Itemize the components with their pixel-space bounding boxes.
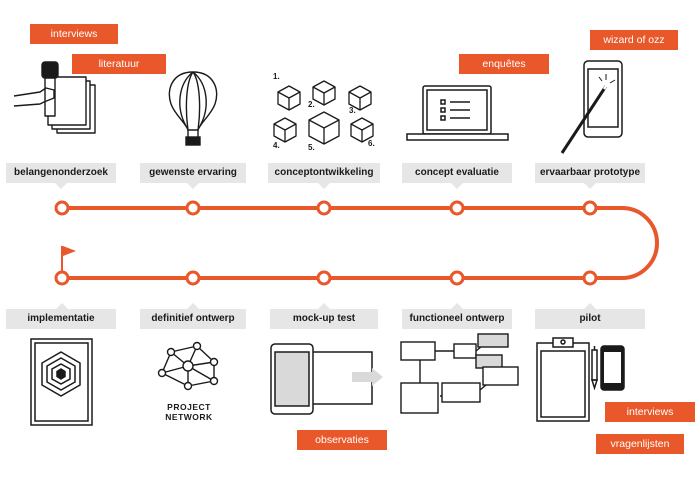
project-network-icon <box>157 341 219 391</box>
cube-number: 3. <box>349 106 356 115</box>
stage-label-pilot: pilot <box>535 309 645 329</box>
method-tag-interviews-bottom: interviews <box>605 402 695 422</box>
method-tag-interviews-top: interviews <box>30 24 118 44</box>
hexagon-poster-icon <box>30 338 93 426</box>
network-caption: PROJECT NETWORK <box>153 402 225 422</box>
laptop-list-icon <box>406 85 509 141</box>
label-caret <box>318 183 330 189</box>
timeline-track <box>60 206 659 280</box>
method-tag-enquetes: enquêtes <box>459 54 549 74</box>
stage-label-functioneel-ontwerp: functioneel ontwerp <box>402 309 512 329</box>
cube-number: 5. <box>308 143 315 152</box>
timeline-node <box>185 270 201 286</box>
label-caret <box>451 303 463 309</box>
clipboard-pen-phone-icon <box>536 337 625 422</box>
stage-label-mock-up-test: mock-up test <box>270 309 378 329</box>
cube-number: 2. <box>308 100 315 109</box>
label-caret <box>451 183 463 189</box>
method-tag-literatuur: literatuur <box>72 54 166 74</box>
timeline-node <box>449 270 465 286</box>
phone-wireframe-icon <box>270 343 383 415</box>
flag-icon <box>61 246 76 272</box>
stage-label-conceptontwikkeling: conceptontwikkeling <box>268 163 380 183</box>
timeline-nodes-bottom <box>54 270 598 286</box>
network-caption-line1: PROJECT <box>167 402 211 412</box>
cube-number: 6. <box>368 139 375 148</box>
timeline-nodes-top <box>54 200 598 216</box>
stage-label-belangenonderzoek: belangenonderzoek <box>6 163 116 183</box>
label-caret <box>584 303 596 309</box>
timeline-node <box>316 270 332 286</box>
method-tag-wizard-of-ozz: wizard of ozz <box>590 30 678 50</box>
timeline-node <box>54 270 70 286</box>
method-tag-vragenlijsten: vragenlijsten <box>596 434 684 454</box>
cube-number: 1. <box>273 72 280 81</box>
label-caret <box>187 183 199 189</box>
cube-number: 4. <box>273 141 280 150</box>
label-caret <box>56 303 68 309</box>
phone-wand-icon <box>560 60 623 154</box>
method-tag-observaties: observaties <box>297 430 387 450</box>
label-caret <box>55 183 67 189</box>
label-caret <box>187 303 199 309</box>
hot-air-balloon-icon <box>168 71 218 146</box>
timeline-node <box>582 200 598 216</box>
stage-label-implementatie: implementatie <box>6 309 116 329</box>
numbered-cubes-icon <box>273 80 374 145</box>
stage-label-gewenste-ervaring: gewenste ervaring <box>140 163 246 183</box>
timeline-node <box>449 200 465 216</box>
network-caption-line2: NETWORK <box>165 412 213 422</box>
stage-label-ervaarbaar-prototype: ervaarbaar prototype <box>535 163 645 183</box>
flowchart-icon <box>400 333 519 414</box>
stage-label-definitief-ontwerp: definitief ontwerp <box>140 309 246 329</box>
label-caret <box>318 303 330 309</box>
timeline-node <box>582 270 598 286</box>
microphone-papers-icon <box>13 61 96 134</box>
label-caret <box>584 183 596 189</box>
timeline-node <box>54 200 70 216</box>
timeline-node <box>316 200 332 216</box>
timeline-node <box>185 200 201 216</box>
cube-numbers: 1. 2. 3. 4. 5. 6. <box>273 72 375 152</box>
stage-label-concept-evaluatie: concept evaluatie <box>402 163 512 183</box>
